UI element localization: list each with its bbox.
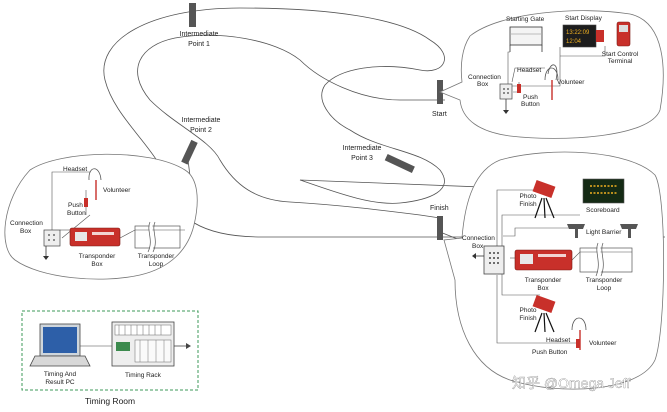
label-photo-finish-top-line2: Finish bbox=[519, 201, 537, 208]
headset-icon bbox=[544, 64, 559, 100]
label-push-button-finish: Push Button bbox=[532, 349, 568, 356]
label-headset-start: Headset bbox=[517, 67, 541, 74]
label-connection-box-intermediate-line1: Connection bbox=[10, 220, 43, 227]
label-intermediate-2-line1: Intermediate bbox=[182, 117, 221, 124]
gate-intermediate-1 bbox=[189, 3, 196, 27]
label-connection-box-finish-line1: Connection bbox=[462, 235, 495, 242]
label-photo-finish-bottom-line2: Finish bbox=[519, 315, 537, 322]
push-button-icon bbox=[517, 84, 521, 93]
label-light-barrier: Light Barrier bbox=[586, 229, 622, 236]
label-start: Start bbox=[432, 111, 447, 118]
finish-callout: Photo Finish Scoreboard Light Barrier Co… bbox=[443, 151, 665, 390]
connection-box-icon-finish bbox=[472, 245, 505, 275]
finish-wiring bbox=[496, 189, 632, 344]
label-intermediate-1-line1: Intermediate bbox=[180, 31, 219, 38]
intermediate-callout: Headset Volunteer Push Button Connection… bbox=[4, 153, 198, 280]
push-button-icon-intermediate bbox=[84, 198, 88, 207]
label-scoreboard: Scoreboard bbox=[586, 207, 620, 214]
starting-gate-icon bbox=[509, 26, 543, 52]
transponder-box-icon-finish bbox=[514, 249, 573, 271]
transponder-box-icon-intermediate bbox=[69, 227, 121, 247]
start-display-icon: 13:22:09 12:04 bbox=[562, 24, 604, 48]
label-volunteer-intermediate: Volunteer bbox=[103, 187, 131, 194]
label-transponder-loop-finish-line1: Transponder bbox=[586, 277, 623, 284]
label-volunteer-finish: Volunteer bbox=[589, 340, 617, 347]
label-push-button-intermediate-line2: Button bbox=[67, 210, 86, 217]
timing-gates bbox=[181, 3, 443, 240]
label-intermediate-2-line2: Point 2 bbox=[190, 127, 212, 134]
label-intermediate-3-line1: Intermediate bbox=[343, 145, 382, 152]
label-transponder-loop-finish-line2: Loop bbox=[597, 285, 612, 292]
label-headset-finish: Headset bbox=[546, 337, 570, 344]
gate-intermediate-2 bbox=[181, 139, 198, 165]
label-transponder-box-finish-line1: Transponder bbox=[525, 277, 562, 284]
label-starting-gate: Starting Gate bbox=[506, 16, 545, 23]
label-push-button-intermediate-line1: Push bbox=[68, 202, 83, 209]
start-callout: Starting Gate 13:22:09 12:04 Start Displ… bbox=[438, 10, 664, 139]
connection-box-icon bbox=[499, 83, 513, 114]
label-transponder-box-finish-line2: Box bbox=[537, 285, 549, 292]
label-timing-pc-line2: Result PC bbox=[45, 379, 75, 386]
label-photo-finish-top-line1: Photo bbox=[520, 193, 537, 200]
track-outer-line bbox=[103, 7, 665, 238]
start-wiring bbox=[507, 46, 606, 93]
start-display-readout-bottom: 12:04 bbox=[566, 39, 582, 45]
gate-finish bbox=[437, 216, 443, 240]
timing-room: Timing And Result PC Timing Rack Timin bbox=[21, 310, 199, 406]
light-barrier-icon bbox=[567, 224, 638, 238]
transponder-loop-icon-intermediate bbox=[134, 221, 181, 253]
headset-icon-intermediate bbox=[88, 168, 102, 200]
label-volunteer-start: Volunteer bbox=[557, 79, 585, 86]
push-button-icon-finish bbox=[576, 339, 580, 348]
start-callout-bubble bbox=[438, 10, 664, 139]
label-connection-box-start-line2: Box bbox=[477, 81, 489, 88]
label-headset-intermediate: Headset bbox=[63, 166, 87, 173]
start-control-terminal-icon bbox=[616, 21, 631, 47]
label-transponder-loop-intermediate-line1: Transponder bbox=[138, 253, 175, 260]
label-finish: Finish bbox=[430, 205, 449, 212]
label-intermediate-1-line2: Point 1 bbox=[188, 41, 210, 48]
label-transponder-box-intermediate-line1: Transponder bbox=[79, 253, 116, 260]
transponder-loop-icon-finish bbox=[579, 242, 633, 277]
label-start-control-terminal-line1: Start Control bbox=[602, 51, 639, 58]
timing-room-frame bbox=[21, 310, 199, 391]
label-push-button-start-line1: Push bbox=[523, 94, 538, 101]
label-photo-finish-bottom-line1: Photo bbox=[520, 307, 537, 314]
label-start-display: Start Display bbox=[565, 15, 603, 22]
timing-room-title: Timing Room bbox=[85, 396, 135, 406]
label-timing-pc-line1: Timing And bbox=[44, 371, 77, 378]
label-timing-rack: Timing Rack bbox=[125, 372, 162, 379]
photo-finish-camera-top-icon bbox=[532, 179, 556, 219]
label-start-control-terminal-line2: Terminal bbox=[608, 58, 633, 65]
track-inner-line bbox=[137, 34, 445, 219]
scoreboard-icon bbox=[582, 178, 625, 204]
label-connection-box-finish-line2: Box bbox=[472, 243, 484, 250]
photo-finish-camera-bottom-icon bbox=[532, 294, 556, 333]
connection-box-icon-intermediate bbox=[43, 229, 61, 260]
label-connection-box-intermediate-line2: Box bbox=[20, 228, 32, 235]
label-intermediate-3-line2: Point 3 bbox=[351, 155, 373, 162]
timing-rack-icon bbox=[80, 321, 191, 367]
watermark-text: 知乎 @Omega Jeff bbox=[512, 375, 630, 391]
label-push-button-start-line2: Button bbox=[521, 101, 540, 108]
label-transponder-loop-intermediate-line2: Loop bbox=[149, 261, 164, 268]
label-connection-box-start-line1: Connection bbox=[468, 74, 501, 81]
laptop-icon bbox=[29, 323, 91, 367]
finish-callout-bubble bbox=[443, 151, 665, 390]
gate-intermediate-3 bbox=[384, 153, 415, 173]
start-display-readout-top: 13:22:09 bbox=[566, 30, 590, 36]
label-transponder-box-intermediate-line2: Box bbox=[91, 261, 103, 268]
